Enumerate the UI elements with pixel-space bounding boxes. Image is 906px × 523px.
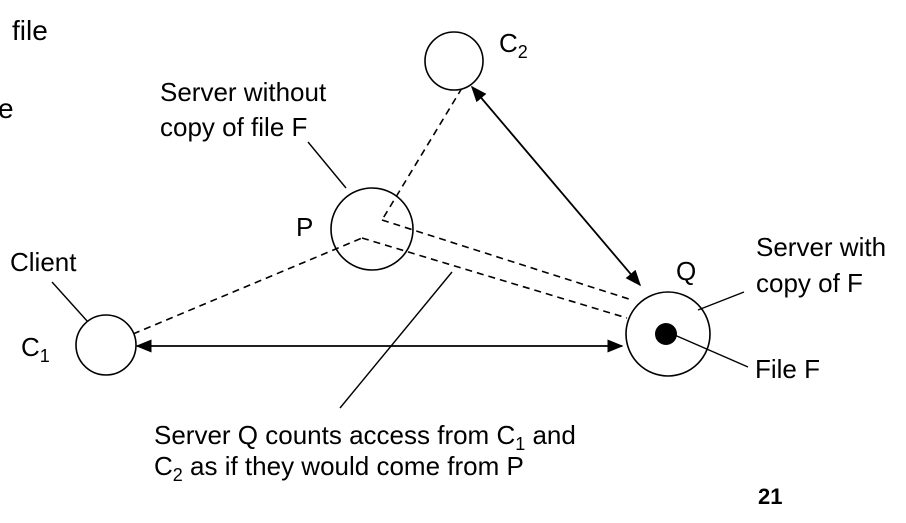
node-c1	[75, 314, 137, 376]
label-client: Client	[10, 247, 77, 277]
leader-file-f	[669, 332, 749, 368]
label-q: Q	[676, 256, 696, 286]
note-line-1: Server Q counts access from C1 and	[154, 420, 576, 454]
slide-text-fragment: e	[0, 93, 14, 124]
leader-server-with	[697, 291, 745, 311]
label-server-without-1: Server without	[160, 77, 327, 107]
route-p-to-q-upper	[381, 219, 633, 301]
leader-note	[339, 271, 453, 409]
note-line-2: C2 as if they would come from P	[154, 451, 524, 485]
label-c2: C2	[499, 28, 528, 62]
node-p	[330, 187, 414, 271]
node-c2	[424, 31, 484, 91]
leader-server-without	[307, 141, 347, 189]
label-c1: C1	[21, 332, 50, 366]
route-c2-to-p	[381, 87, 463, 221]
route-c1-to-p	[132, 237, 363, 335]
node-q	[625, 291, 711, 377]
label-server-with-2: copy of F	[756, 268, 863, 298]
label-p: P	[296, 212, 313, 242]
arrow-c2-q	[470, 85, 642, 287]
page-number: 21	[758, 484, 782, 509]
leader-lines	[51, 141, 749, 409]
slide-text-fragment: file	[12, 15, 48, 46]
label-file-f: File F	[755, 354, 820, 384]
label-server-with-1: Server with	[756, 232, 886, 262]
label-server-without-2: copy of file F	[160, 112, 307, 142]
route-p-to-q-lower	[361, 237, 628, 319]
file-f-dot	[655, 323, 677, 345]
leader-client	[51, 281, 89, 323]
